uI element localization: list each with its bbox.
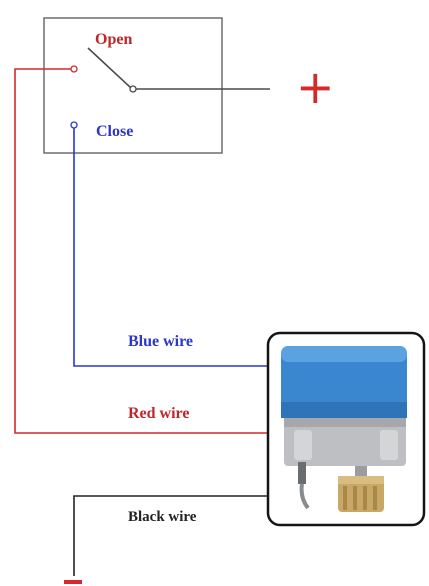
common-terminal [129, 85, 137, 93]
black-wire [73, 495, 268, 576]
switch-lever [87, 47, 132, 89]
open-label: Open [95, 31, 132, 48]
close-label: Close [96, 123, 133, 140]
close-terminal [70, 121, 78, 129]
plus-symbol: + [296, 60, 335, 114]
open-terminal [70, 65, 78, 73]
red-wire-label: Red wire [128, 405, 189, 422]
minus-symbol [64, 580, 82, 584]
switch-box [43, 17, 223, 154]
black-wire-label: Black wire [128, 509, 197, 525]
blue-wire [73, 128, 268, 367]
red-wire [14, 68, 268, 434]
valve-actuator-image [281, 346, 407, 512]
blue-wire-label: Blue wire [128, 333, 193, 350]
